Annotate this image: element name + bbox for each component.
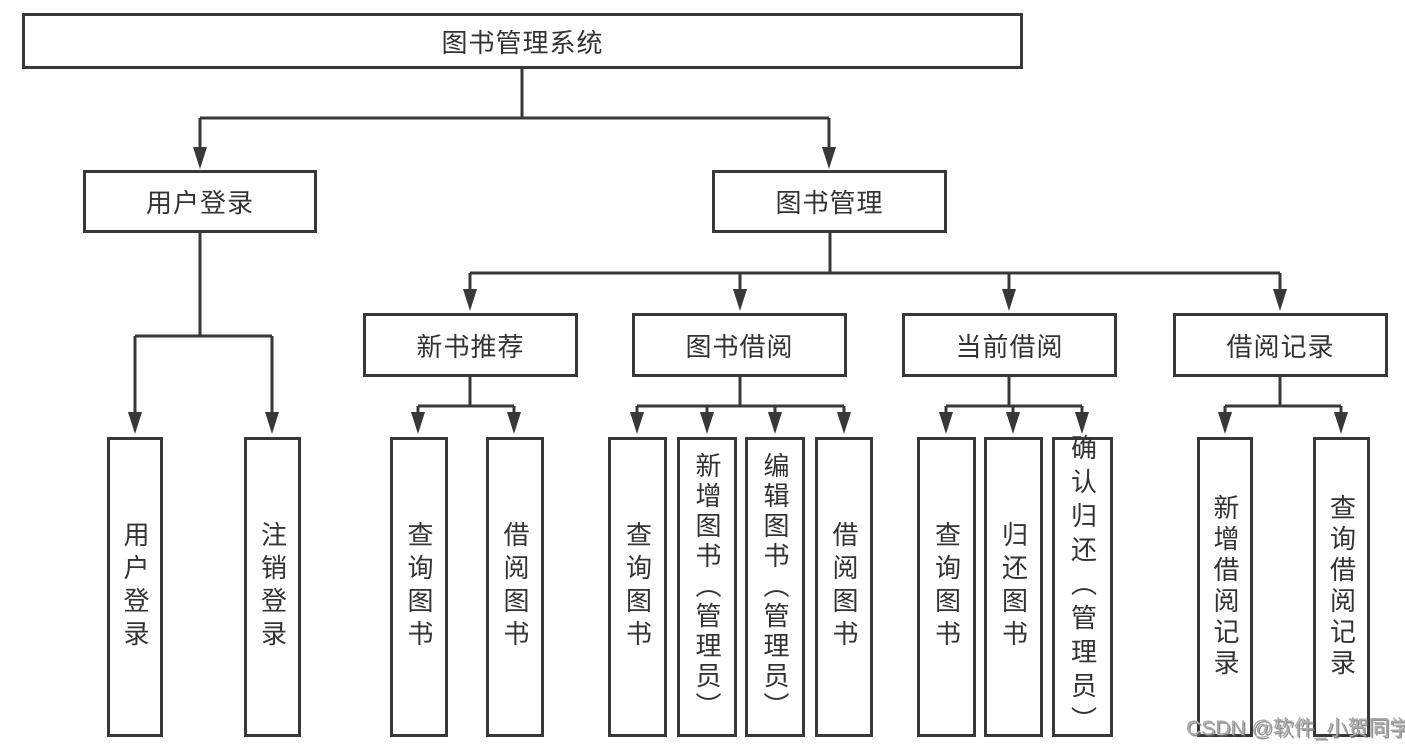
leaf-query-books-recommend-label: 查询图书 [404,521,434,653]
leaf-return-book-label: 归还图书 [998,521,1029,653]
arrowheads [128,147,1348,434]
leaf-borrow-books-recommend: 借阅图书 [486,437,544,737]
leaf-logout: 注销登录 [244,437,301,737]
leaf-query-books-current-label: 查询图书 [931,521,962,653]
leaf-edit-book-admin-label: 编辑图书（管理员） [760,452,790,722]
node-current-borrow-label: 当前借阅 [955,331,1064,362]
node-current-borrow: 当前借阅 [902,313,1117,377]
node-book-borrow-label: 图书借阅 [685,331,794,362]
node-root-label: 图书管理系统 [441,27,604,58]
node-book-borrow: 图书借阅 [632,313,847,377]
node-new-book-recommend-label: 新书推荐 [416,331,525,362]
leaf-user-login: 用户登录 [107,437,163,737]
leaf-edit-book-admin: 编辑图书（管理员） [745,437,805,737]
csdn-watermark: CSDN @软件_小贺同学 [1186,717,1405,740]
node-user-login-label: 用户登录 [145,188,254,218]
leaf-return-book: 归还图书 [984,437,1043,737]
node-root: 图书管理系统 [22,13,1023,69]
node-book-management-label: 图书管理 [775,188,884,218]
leaf-borrow-books: 借阅图书 [815,437,873,737]
leaf-add-borrow-record: 新增借阅记录 [1197,437,1253,737]
leaf-confirm-return-admin: 确认归还（管理员） [1052,434,1113,740]
node-book-management: 图书管理 [712,170,947,233]
leaf-borrow-books-recommend-label: 借阅图书 [500,521,530,653]
leaf-borrow-books-label: 借阅图书 [829,521,859,653]
leaf-add-borrow-record-label: 新增借阅记录 [1210,494,1240,680]
leaf-logout-label: 注销登录 [257,521,288,653]
leaf-query-borrow-record: 查询借阅记录 [1313,437,1370,737]
leaf-user-login-label: 用户登录 [120,521,150,653]
leaf-query-books-borrow-label: 查询图书 [622,521,653,653]
node-borrow-records-label: 借阅记录 [1226,331,1335,362]
leaf-add-book-admin: 新增图书（管理员） [677,437,737,737]
leaf-query-books-current: 查询图书 [917,437,976,737]
leaf-confirm-return-admin-label: 确认归还（管理员） [1067,434,1098,740]
node-borrow-records: 借阅记录 [1173,313,1388,377]
leaf-query-books-recommend: 查询图书 [390,437,448,737]
leaf-add-book-admin-label: 新增图书（管理员） [692,452,722,722]
node-user-login: 用户登录 [83,170,317,233]
leaf-query-books-borrow: 查询图书 [608,437,667,737]
leaf-query-borrow-record-label: 查询借阅记录 [1326,494,1357,680]
node-new-book-recommend: 新书推荐 [363,313,578,377]
